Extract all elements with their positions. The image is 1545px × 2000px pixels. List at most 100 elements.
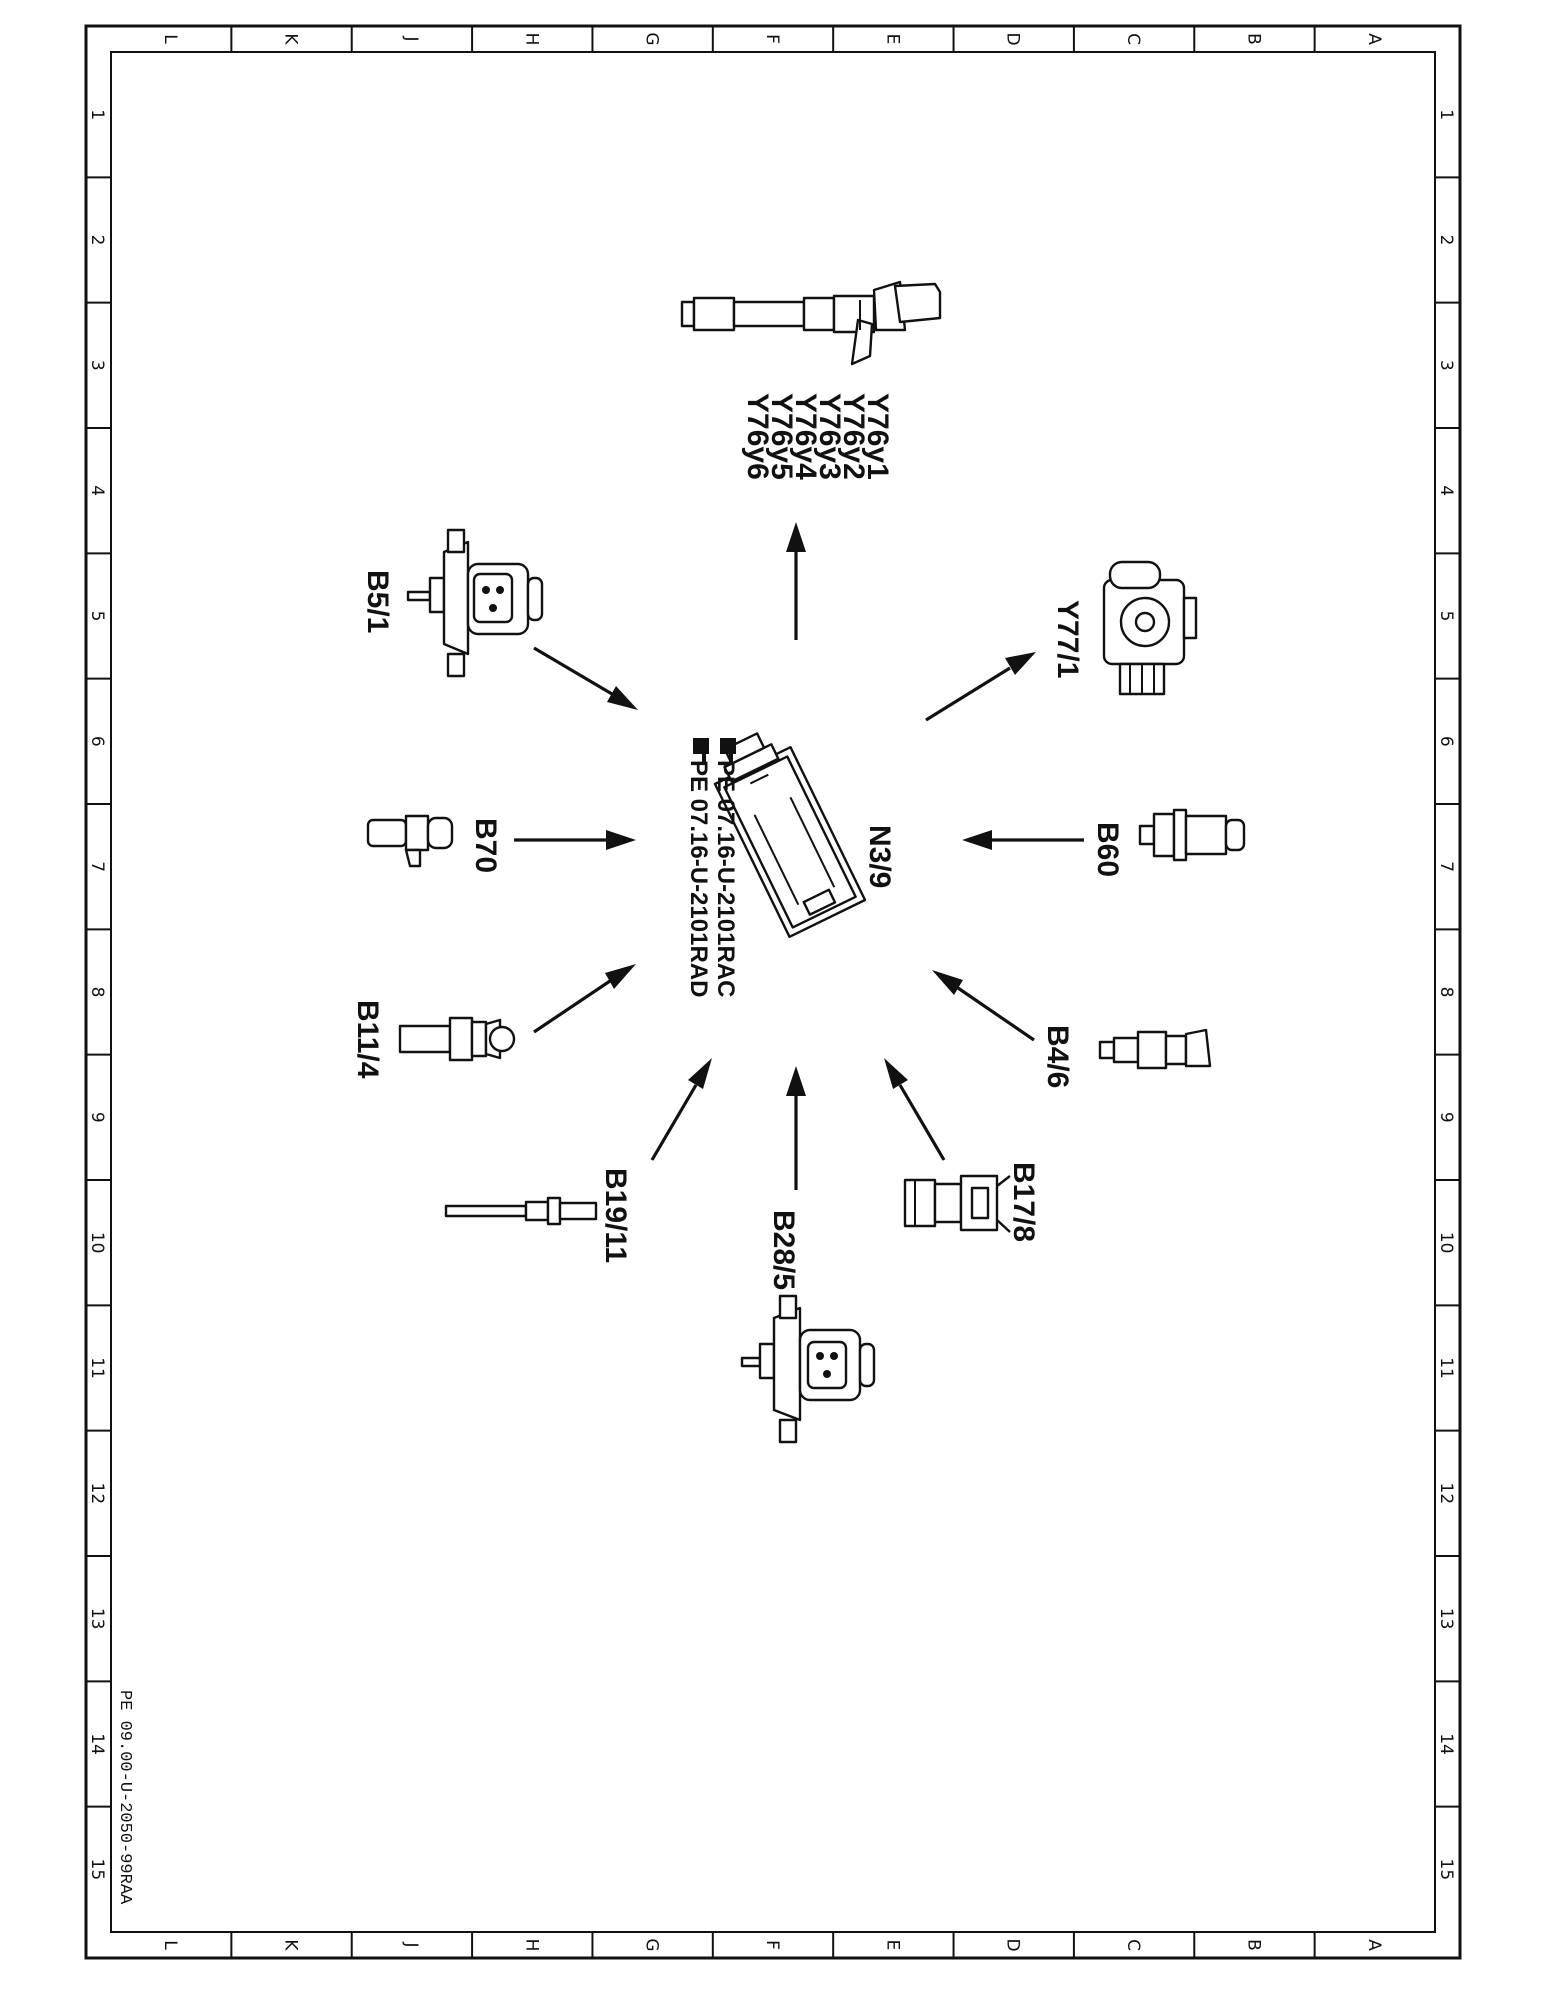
arrow-b17-8 [898,1084,946,1161]
grid-row-left-5: 5 [87,611,107,622]
grid-col-top-K: K [281,33,301,45]
injector-group: Y76y1 Y76y2 Y76y3 Y76y4 Y76y5 Y76y6 [680,280,942,480]
arrow-b11-4 [533,979,611,1034]
grid-col-top-D: D [1003,32,1023,45]
grid-col-top-H: H [521,33,541,46]
grid-col-top-J: J [401,35,421,41]
grid-row-right-1: 1 [1436,109,1456,120]
grid-row-left-12: 12 [87,1483,107,1505]
rod-temperature-sensor-icon [444,1196,598,1226]
arrow-b4-6 [957,986,1035,1042]
component-b11-4: B11/4 [351,1000,516,1079]
grid-row-left-7: 7 [87,861,107,872]
label-y77-1: Y77/1 [1051,600,1084,678]
grid-row-right-9: 9 [1436,1112,1456,1123]
grid-row-right-8: 8 [1436,987,1456,998]
charge-pressure-sensor-icon [406,528,544,678]
control-unit-refs: PE 07.16-U-2101RAC PE 07.16-U-2101RAD [685,738,739,997]
pointing-hand-icon [720,738,736,764]
grid-row-right-5: 5 [1436,611,1456,622]
control-unit-ref-1[interactable]: PE 07.16-U-2101RAC [712,760,739,997]
label-b5-1: B5/1 [361,570,394,633]
grid-row-left-11: 11 [87,1357,107,1379]
label-b60: B60 [1091,822,1124,877]
component-b70: B70 [366,814,502,873]
grid-row-right-2: 2 [1436,235,1456,246]
grid-row-left-1: 1 [87,109,107,120]
grid-row-left-3: 3 [87,360,107,371]
coolant-temperature-sensor-icon [398,1016,516,1062]
grid-row-right-7: 7 [1436,861,1456,872]
component-b17-8: B17/8 [903,1162,1040,1242]
grid-col-bottom-H: H [521,1939,541,1952]
grid-row-right-12: 12 [1436,1483,1456,1505]
component-b60: B60 [1091,808,1246,877]
label-b17-8: B17/8 [1007,1162,1040,1242]
signal-arrows [514,522,1084,1190]
control-unit-ref-2[interactable]: PE 07.16-U-2101RAD [685,760,712,997]
grid-col-bottom-K: K [281,1939,301,1951]
grid-col-bottom-D: D [1003,1938,1023,1951]
grid-col-bottom-A: A [1364,1939,1384,1951]
arrow-b19-11 [650,1084,698,1161]
grid-row-left-14: 14 [87,1733,107,1755]
arrow-y77-1 [925,666,1011,722]
label-b28-5: B28/5 [767,1210,800,1290]
grid-ticks [86,26,1460,1958]
injector-label-2: Y76y2 [837,393,870,480]
grid-col-top-B: B [1243,33,1263,45]
rail-pressure-sensor-icon [1098,1028,1212,1070]
pressure-regulator-valve-icon [1102,560,1198,696]
injector-label-3: Y76y3 [813,393,846,480]
component-y77-1: Y77/1 [1051,560,1198,696]
control-unit-n3-9: N3/9 PE 07.16-U-2101RAC PE 07.16-U-2101R… [685,732,896,997]
grid-row-left-8: 8 [87,987,107,998]
grid-row-left-15: 15 [87,1859,107,1881]
grid-row-right-15: 15 [1436,1859,1456,1881]
pressure-sensor-icon [1138,808,1246,862]
grid-row-right-10: 10 [1436,1232,1456,1254]
grid-col-bottom-E: E [882,1940,902,1951]
grid-row-right-13: 13 [1436,1608,1456,1630]
grid-row-right-3: 3 [1436,360,1456,371]
component-b4-6: B4/6 [1041,1025,1212,1088]
grid-col-bottom-C: C [1123,1939,1143,1951]
label-b11-4: B11/4 [351,1000,384,1079]
injector-label-6: Y76y6 [741,393,774,480]
injector-label-1: Y76y1 [861,393,894,480]
grid-col-bottom-F: F [762,1940,782,1950]
grid-col-bottom-J: J [401,1941,421,1947]
injector-label-5: Y76y5 [765,393,798,480]
component-b28-5: B28/5 [740,1210,876,1444]
grid-col-top-G: G [642,32,662,45]
grid-row-right-6: 6 [1436,736,1456,747]
document-id: PE 09.00-U-2050-99RAA [115,1690,134,1905]
grid-col-top-L: L [160,34,180,44]
component-b5-1: B5/1 [361,528,544,678]
crankshaft-sensor-icon [366,814,454,868]
grid-row-right-14: 14 [1436,1733,1456,1755]
injector-icon [680,280,942,366]
temperature-sensor-icon [903,1174,1011,1233]
grid-row-left-13: 13 [87,1608,107,1630]
grid-col-bottom-B: B [1243,1939,1263,1951]
grid-row-left-2: 2 [87,235,107,246]
component-b19-11: B19/11 [444,1168,632,1263]
label-b70: B70 [469,818,502,873]
grid-row-left-6: 6 [87,736,107,747]
grid-row-right-4: 4 [1436,485,1456,496]
grid-col-top-C: C [1123,33,1143,45]
pointing-hand-icon [693,738,709,764]
grid-col-bottom-L: L [160,1940,180,1950]
grid-col-top-F: F [762,34,782,44]
label-b19-11: B19/11 [599,1168,632,1263]
arrow-b5-1 [533,646,613,696]
grid-row-left-10: 10 [87,1232,107,1254]
grid-col-top-A: A [1364,33,1384,45]
label-b4-6: B4/6 [1041,1025,1074,1088]
pressure-sensor-connector-icon [740,1294,876,1444]
grid-row-left-9: 9 [87,1112,107,1123]
